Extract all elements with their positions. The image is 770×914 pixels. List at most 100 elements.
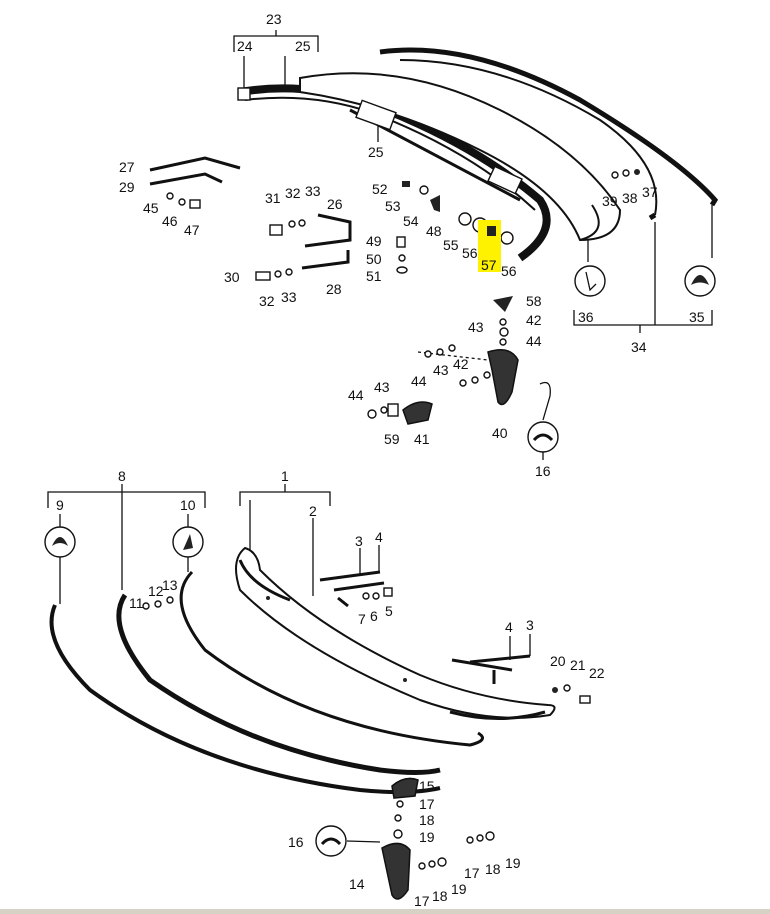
part-44-low <box>367 409 377 419</box>
label-32-top: 32 <box>285 185 301 201</box>
part-13 <box>166 596 174 604</box>
label-25-top: 25 <box>295 38 311 54</box>
label-23: 23 <box>266 11 282 27</box>
part-24-clip <box>237 87 251 101</box>
label-3-left: 3 <box>355 533 363 549</box>
part-45 <box>166 192 174 200</box>
part-17-mid <box>418 862 426 870</box>
detail-10-profile <box>183 534 193 550</box>
front-blade-inner <box>179 570 484 747</box>
label-56-left: 56 <box>462 245 478 261</box>
part-38 <box>622 169 630 177</box>
detail-circle-16-top <box>527 421 559 453</box>
part-31 <box>269 224 283 236</box>
bumper-rivet-1 <box>266 596 270 600</box>
label-59: 59 <box>384 431 400 447</box>
part-32-bottom <box>274 270 282 278</box>
part-18-mid <box>428 860 436 868</box>
part-59 <box>387 403 399 417</box>
part-44-mid <box>459 379 467 387</box>
part-42-right <box>483 371 491 379</box>
part-55 <box>458 212 472 226</box>
part-43-left <box>424 350 432 358</box>
label-43-low: 43 <box>374 379 390 395</box>
label-21: 21 <box>570 657 586 673</box>
part-7 <box>362 592 370 600</box>
label-30: 30 <box>224 269 240 285</box>
label-26: 26 <box>327 196 343 212</box>
label-48: 48 <box>426 223 442 239</box>
label-19-top: 19 <box>419 829 435 845</box>
label-32-bottom: 32 <box>259 293 275 309</box>
part-56b <box>500 231 514 245</box>
label-18-bottom: 18 <box>432 888 448 904</box>
label-44-mid: 44 <box>411 373 427 389</box>
part-42-mid <box>448 344 456 352</box>
label-42-mid: 42 <box>453 356 469 372</box>
part-21 <box>563 684 571 692</box>
part-40-guard <box>487 349 519 406</box>
label-1: 1 <box>281 468 289 484</box>
label-38: 38 <box>622 190 638 206</box>
front-blade-outer <box>49 604 441 795</box>
part-50 <box>398 254 406 262</box>
label-6: 6 <box>370 608 378 624</box>
label-14: 14 <box>349 876 365 892</box>
detail-36-profile <box>585 271 597 292</box>
label-35: 35 <box>689 309 705 325</box>
rear-bumper-body <box>299 72 622 242</box>
part-53 <box>419 185 429 195</box>
bumper-bracket-plate <box>355 99 397 131</box>
label-49: 49 <box>366 233 382 249</box>
label-28: 28 <box>326 281 342 297</box>
label-20: 20 <box>550 653 566 669</box>
part-11 <box>142 602 150 610</box>
part-20 <box>552 687 558 693</box>
part-19-mid <box>437 857 447 867</box>
strips-3-4-right <box>451 654 531 684</box>
label-34: 34 <box>631 339 647 355</box>
label-5: 5 <box>385 603 393 619</box>
part-14-guard <box>381 842 411 900</box>
label-53: 53 <box>385 198 401 214</box>
label-46: 46 <box>162 213 178 229</box>
label-18-right: 18 <box>485 861 501 877</box>
part-18-top <box>394 814 402 822</box>
label-58: 58 <box>526 293 542 309</box>
part-39 <box>611 171 619 179</box>
part-43-low <box>380 406 388 414</box>
part-44-top <box>499 338 507 346</box>
bracket-line-34 <box>573 310 713 326</box>
label-7: 7 <box>358 611 366 627</box>
detail-circle-16-bottom <box>315 825 347 857</box>
part-51 <box>396 266 408 274</box>
detail-16-profile-bottom <box>320 837 342 846</box>
label-3-right: 3 <box>526 617 534 633</box>
part-52 <box>402 181 410 187</box>
part-17-top <box>396 800 404 808</box>
front-bumper-body <box>235 546 556 719</box>
bumper-end <box>579 204 600 241</box>
label-42-top: 42 <box>526 312 542 328</box>
label-17-top: 17 <box>419 796 435 812</box>
label-17-right: 17 <box>464 865 480 881</box>
part-42-top <box>499 318 507 326</box>
part-42-left <box>436 348 444 356</box>
label-52: 52 <box>372 181 388 197</box>
part-41 <box>402 401 433 425</box>
bracket-26 <box>304 213 352 248</box>
detail-35-profile <box>691 275 709 285</box>
bumper-bracket-plate-2 <box>487 165 523 195</box>
part-47 <box>189 199 201 209</box>
part-48 <box>430 195 440 212</box>
label-16-bottom: 16 <box>288 834 304 850</box>
label-2: 2 <box>309 503 317 519</box>
label-4-right: 4 <box>505 619 513 635</box>
part-30 <box>255 271 271 281</box>
part-17-right <box>466 836 474 844</box>
label-47: 47 <box>184 222 200 238</box>
part-33-bottom <box>285 268 293 276</box>
label-33-bottom: 33 <box>281 289 297 305</box>
label-15: 15 <box>419 778 435 794</box>
